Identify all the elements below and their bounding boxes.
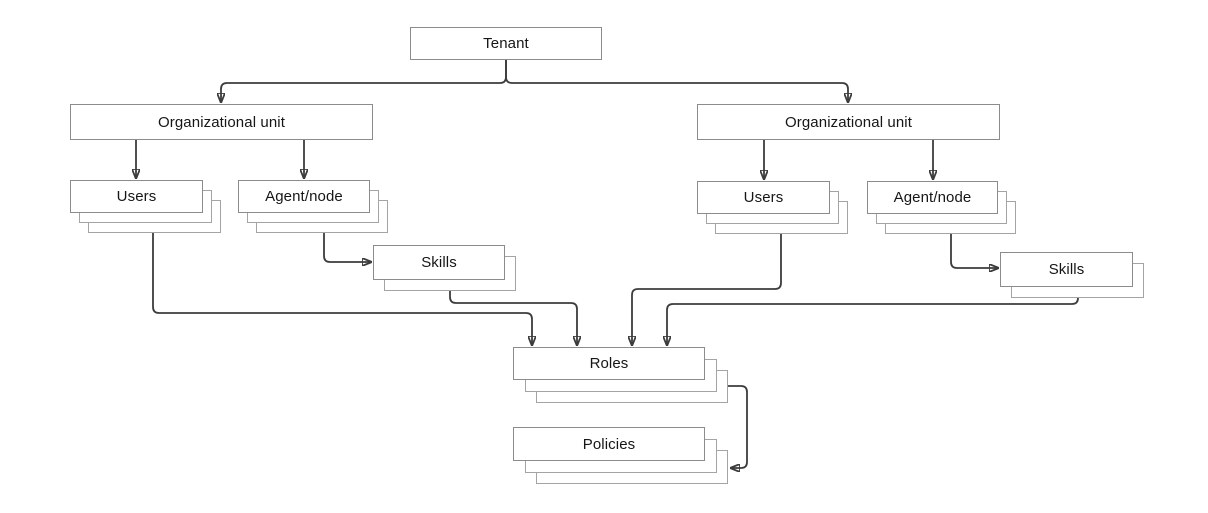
users-right-box: Users <box>697 181 830 214</box>
edge-users-right-to-roles <box>632 234 782 345</box>
roles-stack: Roles <box>513 347 728 403</box>
roles-box: Roles <box>513 347 705 380</box>
users-right-stack: Users <box>697 181 848 234</box>
agent-node-right-stack: Agent/node <box>867 181 1016 234</box>
tenant-node: Tenant <box>410 27 602 60</box>
agent-node-left-stack: Agent/node <box>238 180 388 233</box>
edge-tenant-to-org-unit-left <box>221 60 507 102</box>
org-unit-right-label: Organizational unit <box>785 113 912 131</box>
tenant-box: Tenant <box>410 27 602 60</box>
agent-node-left-label: Agent/node <box>265 188 343 205</box>
edge-agent-node-right-to-skills-right <box>950 234 998 268</box>
org-unit-left-box: Organizational unit <box>70 104 373 140</box>
skills-left-label: Skills <box>421 254 457 271</box>
users-left-label: Users <box>116 188 157 205</box>
edge-skills-right-to-roles <box>667 297 1079 345</box>
skills-right-stack: Skills <box>1000 252 1144 298</box>
users-right-label: Users <box>743 189 784 206</box>
edge-skills-left-to-roles <box>449 291 577 345</box>
org-unit-right-node: Organizational unit <box>697 104 1000 140</box>
org-unit-left-node: Organizational unit <box>70 104 373 140</box>
skills-right-box: Skills <box>1000 252 1133 287</box>
edge-tenant-to-org-unit-right <box>505 60 848 102</box>
policies-stack: Policies <box>513 427 728 484</box>
policies-label: Policies <box>582 435 636 453</box>
roles-label: Roles <box>589 355 629 372</box>
users-left-stack: Users <box>70 180 221 233</box>
skills-left-box: Skills <box>373 245 505 280</box>
skills-left-stack: Skills <box>373 245 516 291</box>
agent-node-right-box: Agent/node <box>867 181 998 214</box>
skills-right-label: Skills <box>1048 261 1085 278</box>
org-unit-left-label: Organizational unit <box>158 113 285 131</box>
policies-box: Policies <box>513 427 705 461</box>
agent-node-right-label: Agent/node <box>893 189 972 206</box>
edge-roles-to-policies <box>728 385 748 468</box>
org-unit-right-box: Organizational unit <box>697 104 1000 140</box>
edge-agent-node-left-to-skills-left <box>323 233 371 262</box>
users-left-box: Users <box>70 180 203 213</box>
tenant-label: Tenant <box>483 35 529 52</box>
agent-node-left-box: Agent/node <box>238 180 370 213</box>
